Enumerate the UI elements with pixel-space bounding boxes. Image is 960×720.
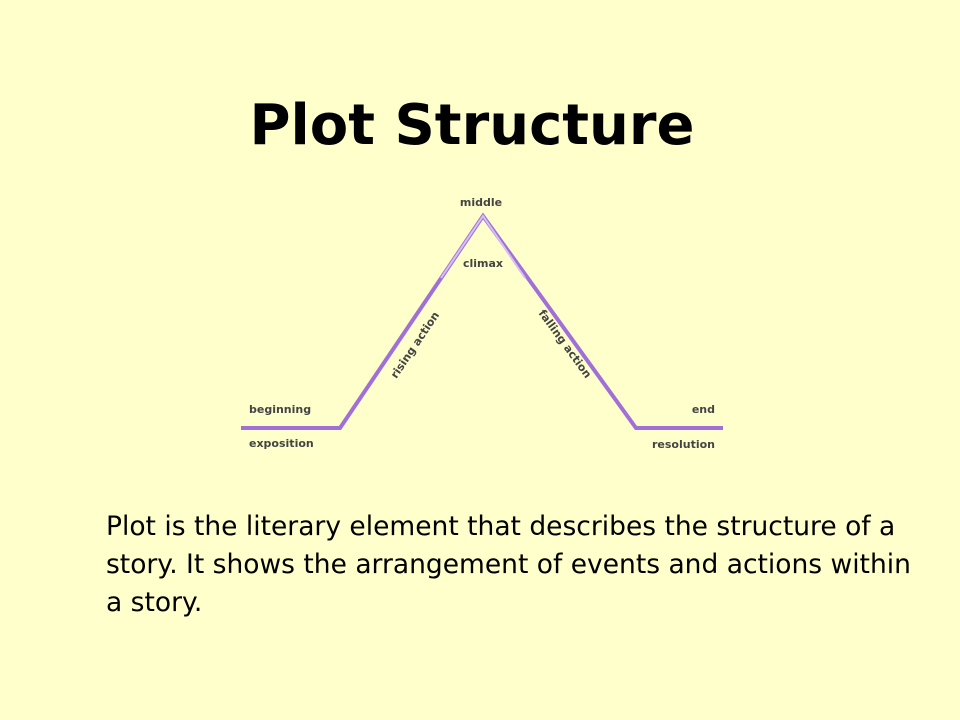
description-paragraph: Plot is the literary element that descri… <box>106 511 911 618</box>
plot-line-highlight <box>440 214 526 279</box>
plot-diagram: middle climax rising action falling acti… <box>241 180 723 460</box>
plot-diagram-svg: middle climax rising action falling acti… <box>241 196 723 451</box>
label-middle: middle <box>460 196 502 209</box>
label-resolution: resolution <box>652 438 715 451</box>
label-exposition: exposition <box>249 437 314 450</box>
label-climax: climax <box>463 257 503 270</box>
plot-line <box>241 212 723 430</box>
slide-title: Plot Structure <box>249 93 695 158</box>
label-beginning: beginning <box>249 403 311 416</box>
label-end: end <box>692 403 715 416</box>
label-falling-action: falling action <box>536 307 594 381</box>
